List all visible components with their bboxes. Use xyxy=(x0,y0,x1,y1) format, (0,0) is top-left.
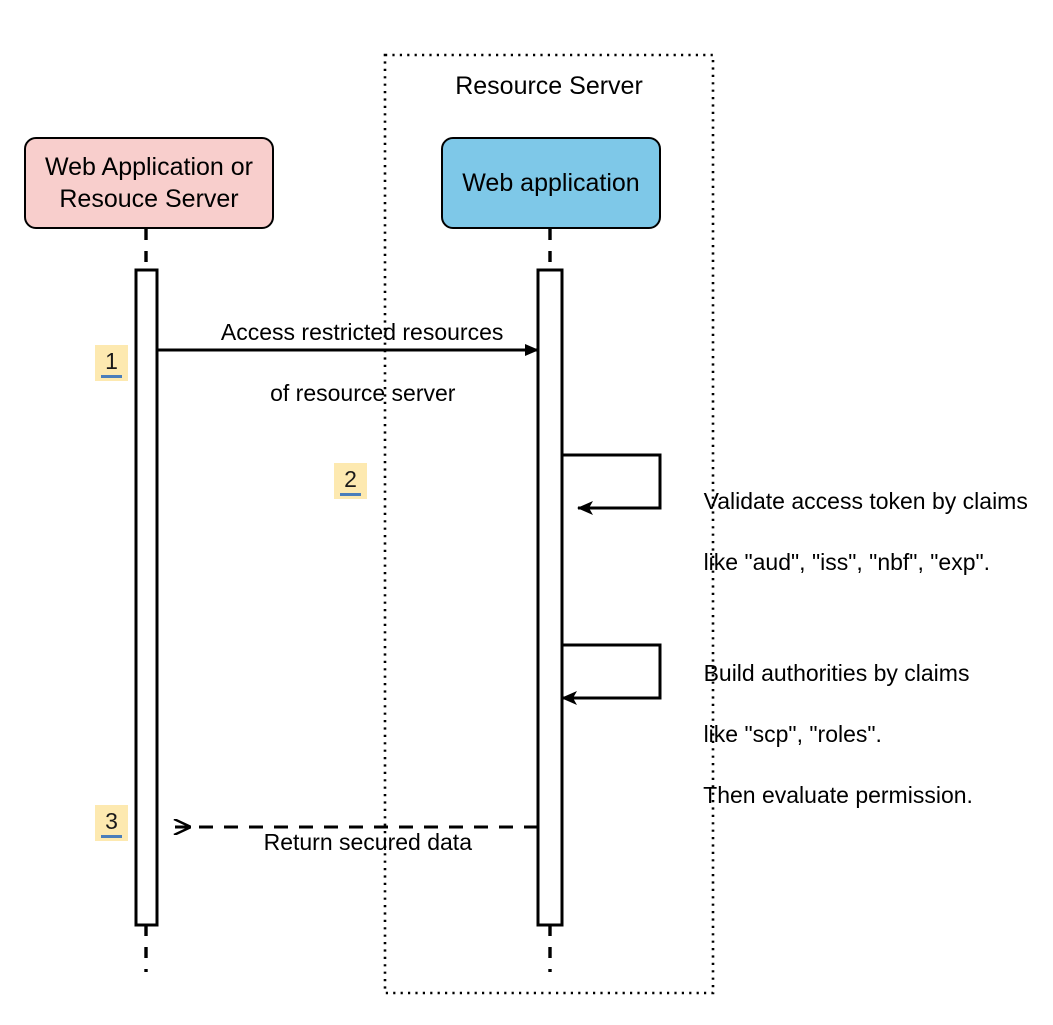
message-label-return: Return secured data xyxy=(170,797,540,888)
activation-bar-webapp xyxy=(536,268,564,927)
note-build-line2: like "scp", "roles". xyxy=(703,721,882,748)
participant-label-client-line1: Web Application or xyxy=(45,153,253,181)
note-validate-access-token: Validate access token by claims like "au… xyxy=(678,456,1048,608)
step-marker-3[interactable]: 3 xyxy=(95,805,128,841)
step-marker-2-number: 2 xyxy=(340,467,361,496)
participant-box-client[interactable]: Web Application or Resouce Server xyxy=(24,137,274,229)
note-build-line1: Build authorities by claims xyxy=(703,660,970,687)
participant-label-webapp: Web application xyxy=(462,167,639,199)
note-build-line3: Then evaluate permission. xyxy=(703,781,973,808)
message-label-1: Access restricted resources of resource … xyxy=(160,287,540,439)
message-arrow-2 xyxy=(562,453,662,515)
step-marker-3-number: 3 xyxy=(101,809,122,838)
message-label-1-line1: Access restricted resources xyxy=(220,319,504,346)
frame-title: Resource Server xyxy=(455,72,643,100)
note-validate-line1: Validate access token by claims xyxy=(703,488,1028,515)
step-marker-2[interactable]: 2 xyxy=(334,463,367,499)
message-label-return-line1: Return secured data xyxy=(263,829,472,856)
participant-box-webapp[interactable]: Web application xyxy=(441,137,661,229)
message-label-1-line2: of resource server xyxy=(270,380,456,407)
participant-label-client: Web Application or Resouce Server xyxy=(45,151,253,215)
step-marker-1[interactable]: 1 xyxy=(95,345,128,381)
step-marker-1-number: 1 xyxy=(101,349,122,378)
participant-label-webapp-line1: Web application xyxy=(462,169,640,197)
activation-bar-client xyxy=(134,268,159,927)
message-arrow-3 xyxy=(562,643,662,700)
participant-label-client-line2: Resouce Server xyxy=(59,185,239,213)
resource-server-frame xyxy=(383,53,715,995)
note-validate-line2: like "aud", "iss", "nbf", "exp". xyxy=(703,549,991,576)
note-build-authorities: Build authorities by claims like "scp", … xyxy=(678,628,1048,841)
